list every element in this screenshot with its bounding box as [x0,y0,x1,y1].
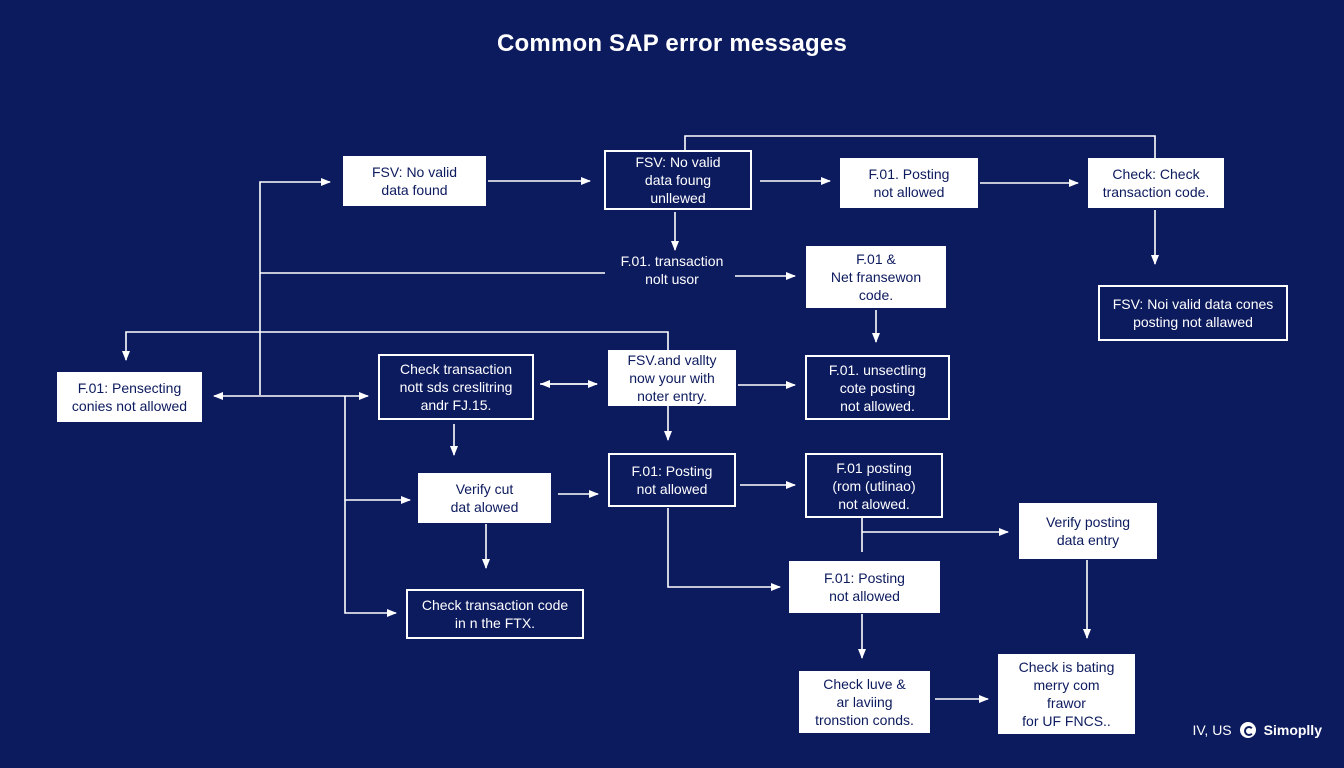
flow-node-posting-not-allowed-2: F.01: Posting not allowed [608,453,736,507]
flow-node-fsv-no-valid-data: FSV: No valid data found [343,156,486,206]
diagram-title: Common SAP error messages [496,30,848,57]
flow-node-posting-not-allowed: F.01. Posting not allowed [840,158,978,208]
connector [122,331,669,361]
flow-node-fsv-no-valid-data-unallowed: FSV: No valid data foung unllewed [604,150,752,210]
brand-watermark: IV, US Simoplly [1192,722,1322,738]
flow-node-posting-not-allowed-3: F.01: Posting not allowed [789,561,940,613]
brand-logo-icon [1239,722,1256,738]
flow-node-fsv-posting-not-allowed: FSV: Noi valid data cones posting not al… [1098,285,1288,341]
connector [667,508,781,591]
flow-node-check-transition-conds: Check luve & ar laviing tronstion conds. [799,671,930,733]
flow-node-posting-from-outline: F.01 posting (rom (utlinao) not alowed. [805,453,943,518]
flow-node-check-transaction-fj15: Check transaction nott sds creslitring a… [378,354,534,420]
flow-node-check-transaction-code: Check: Check transaction code. [1088,158,1224,208]
flow-node-code-posting-not-allowed: F.01. unsectling cote posting not allowe… [805,355,950,420]
connector [344,500,397,617]
flow-node-check-for-fncs: Check is bating merry com frawor for UF … [998,654,1135,734]
flow-node-check-transaction-ftx: Check transaction code in n the FTX. [406,589,584,639]
flow-node-verify-allowed: Verify cut dat alowed [418,473,551,523]
connector [684,135,1156,165]
flow-node-fsv-validity-entry: FSV.and vallty now your with noter entry… [608,350,736,406]
flow-node-transaction-code: F.01 & Net fransewon code. [806,246,946,308]
flow-node-posting-codes-not-allowed: F.01: Pensecting conies not allowed [57,372,202,422]
brand-name: Simoplly [1263,722,1322,738]
connector [259,178,331,395]
brand-prefix: IV, US [1192,722,1232,738]
flow-label-transaction: F.01. transaction nolt usor [620,253,724,287]
flow-node-verify-posting-data-entry: Verify posting data entry [1019,503,1157,559]
